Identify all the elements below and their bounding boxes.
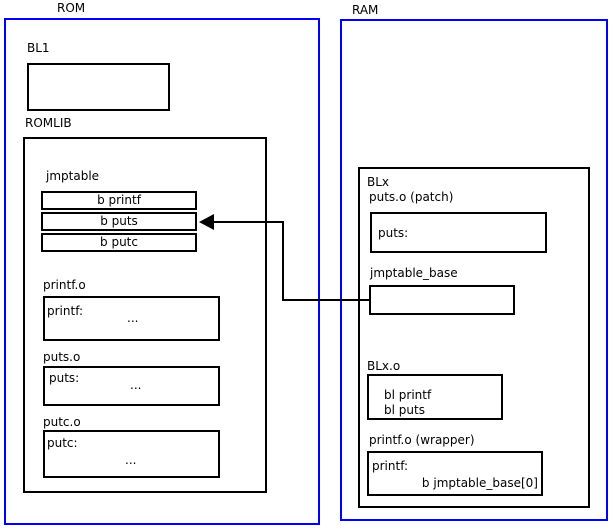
blx-box: BLx puts.o (patch) puts: jmptable_base B… [358, 167, 590, 508]
printf-body-ellipsis: ... [127, 311, 139, 325]
puts-o-label: puts.o [43, 350, 81, 364]
rom-frame: BL1 ROMLIB jmptable b printf b puts b pu… [4, 18, 320, 525]
jmptable-entry-b-puts: b puts [41, 212, 197, 231]
ram-title: RAM [352, 3, 379, 17]
blx-o-instruction-bl-puts: bl puts [384, 403, 425, 417]
jmptable-entry-b-printf: b printf [41, 191, 197, 210]
puts-symbol: puts: [49, 371, 80, 385]
rom-title: ROM [57, 1, 86, 15]
jmptable-base-label: jmptable_base [370, 266, 458, 280]
puts-patch-box: puts: [370, 212, 547, 253]
puts-patch-label: puts.o (patch) [369, 190, 454, 204]
bl1-box [27, 63, 170, 111]
printf-wrapper-label: printf.o (wrapper) [369, 433, 475, 447]
printf-symbol: printf: [47, 304, 84, 318]
blx-o-box: bl printf bl puts [367, 374, 503, 420]
putc-symbol: putc: [47, 436, 78, 450]
bl1-label: BL1 [27, 41, 50, 55]
printf-wrapper-instruction: b jmptable_base[0] [421, 476, 538, 490]
printf-o-box: printf: ... [43, 296, 220, 341]
puts-body-ellipsis: ... [130, 378, 142, 392]
puts-o-box: puts: ... [43, 366, 220, 406]
printf-o-label: printf.o [43, 278, 86, 292]
jmptable-entry-b-putc: b putc [41, 233, 197, 252]
putc-o-label: putc.o [43, 415, 81, 429]
jmptable-base-box [369, 285, 515, 315]
putc-o-box: putc: ... [43, 430, 220, 478]
printf-wrapper-box: printf: b jmptable_base[0] [367, 451, 543, 496]
blx-o-label: BLx.o [367, 359, 401, 373]
printf-wrapper-symbol: printf: [372, 459, 409, 473]
blx-o-instruction-bl-printf: bl printf [384, 388, 432, 402]
romlib-box: jmptable b printf b puts b putc printf.o… [23, 137, 267, 493]
putc-body-ellipsis: ... [125, 453, 137, 467]
ram-frame: BLx puts.o (patch) puts: jmptable_base B… [340, 19, 608, 521]
romlib-label: ROMLIB [25, 116, 72, 130]
jmptable-label: jmptable [46, 169, 100, 183]
blx-label: BLx [367, 175, 390, 189]
puts-patch-symbol: puts: [378, 226, 409, 240]
